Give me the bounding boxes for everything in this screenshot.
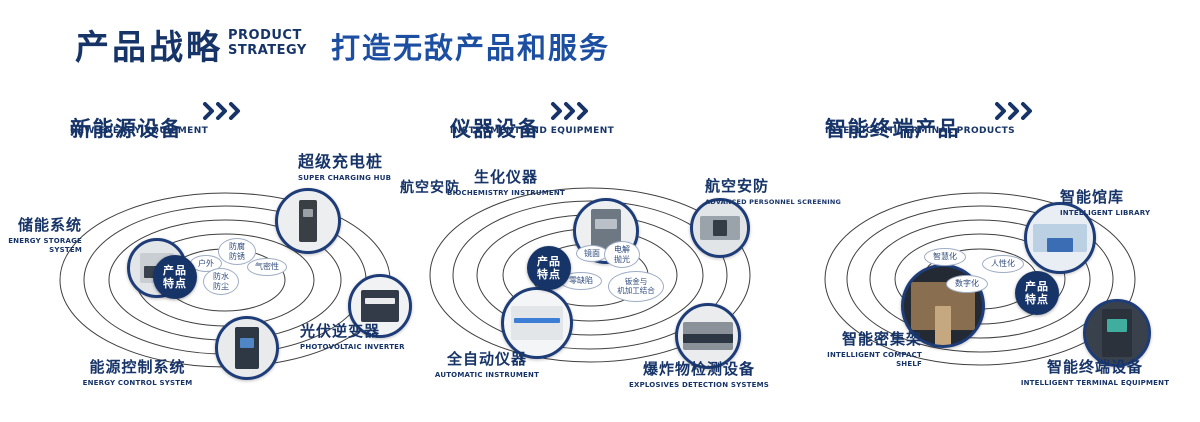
photo-explosives-detection: [675, 303, 741, 369]
label-cn: 储能系统: [17, 216, 82, 234]
section-title: 智能终端产品: [825, 117, 960, 142]
label-intelligent-compact-shelf: 智能密集架 INTELLIGENT COMPACT SHELF: [810, 328, 922, 369]
label-en: INTELLIGENT LIBRARY: [1060, 209, 1151, 217]
label-en: ENERGY STORAGE SYSTEM: [8, 237, 82, 255]
photo-personnel-screening: [690, 198, 750, 258]
section-instrument-and-equipment: 仪器设备 INSTRUMENT AND EQUIPMENT 航: [400, 90, 841, 422]
triple-chevron-icon: [551, 102, 588, 120]
device-accent-shape: [1047, 238, 1073, 252]
section-subtitle: INSTRUMENT AND EQUIPMENT: [450, 126, 615, 136]
feature-bubble-airtight: 气密性: [247, 258, 287, 276]
product-features-badge: 产品 特点: [153, 255, 197, 299]
feature-bubble-smart: 智慧化: [924, 248, 966, 266]
label-cn: 超级充电桩: [298, 152, 384, 171]
label-en: BIOCHEMISTRY INSTRUMENT: [447, 189, 565, 197]
label-intelligent-terminal-equipment: 智能终端设备 INTELLIGENT TERMINAL EQUIPMENT: [1005, 356, 1185, 388]
feature-bubble-anticorrosion: 防腐 防锈: [218, 238, 256, 265]
device-body-shape: [361, 290, 399, 322]
label-en: ADVANCED PERSONNEL SCREENING: [705, 198, 842, 206]
photo-photovoltaic-inverter: [348, 274, 412, 338]
label-cn: 生化仪器: [473, 168, 538, 186]
label-photovoltaic-inverter: 光伏逆变器 PHOTOVOLTAIC INVERTER: [300, 320, 432, 352]
feature-bubble-humanized: 人性化: [982, 255, 1024, 273]
device-accent-shape: [935, 306, 951, 345]
feature-bubble-digital: 数字化: [946, 275, 988, 293]
section-title: 仪器设备: [450, 117, 540, 142]
device-accent-shape: [713, 220, 727, 237]
label-en: EXPLOSIVES DETECTION SYSTEMS: [628, 381, 770, 389]
product-features-badge: 产品 特点: [527, 246, 571, 290]
page-title: 产品战略: [75, 28, 223, 68]
page-title-english: PRODUCT STRATEGY: [228, 28, 307, 59]
device-accent-shape: [1107, 319, 1127, 333]
label-cn: 全自动仪器: [446, 350, 527, 368]
page-header: 产品战略 PRODUCT STRATEGY 打造无敌产品和服务: [75, 20, 695, 82]
device-accent-shape: [303, 209, 313, 217]
section-title: 新能源设备: [70, 117, 183, 142]
photo-intelligent-terminal-equipment: [1083, 299, 1151, 367]
label-cn: 光伏逆变器: [300, 322, 381, 340]
feature-bubble-outdoor: 户外: [190, 255, 222, 272]
photo-intelligent-library: [1024, 202, 1096, 274]
device-body-shape: [235, 327, 259, 369]
device-body-shape: [511, 306, 563, 340]
label-en: ENERGY CONTROL SYSTEM: [82, 379, 193, 387]
label-explosives-detection: 爆炸物检测设备 EXPLOSIVES DETECTION SYSTEMS: [614, 358, 784, 390]
photo-energy-control-system: [215, 316, 279, 380]
label-en: INTELLIGENT COMPACT SHELF: [827, 351, 922, 369]
section-new-energy-equipment: 新能源设备 NEW ENERGY EQUIPMENT: [0, 90, 440, 422]
label-cn: 智能终端设备: [1046, 358, 1143, 376]
label-intelligent-library: 智能馆库 INTELLIGENT LIBRARY: [1060, 186, 1195, 218]
label-super-charging-hub: 超级充电桩 SUPER CHARGING HUB: [298, 148, 430, 183]
triple-chevron-icon: [995, 102, 1032, 120]
label-energy-storage-system: 储能系统 ENERGY STORAGE SYSTEM: [0, 214, 82, 255]
device-accent-shape: [595, 219, 617, 229]
device-body-shape: [299, 200, 317, 242]
section-subtitle: NEW ENERGY EQUIPMENT: [70, 126, 209, 136]
device-accent-shape: [683, 333, 733, 343]
label-cn: 航空安防: [705, 177, 770, 195]
label-en: AUTOMATIC INSTRUMENT: [434, 371, 540, 379]
label-en: PHOTOVOLTAIC INVERTER: [300, 343, 405, 351]
triple-chevron-icon: [203, 102, 240, 120]
feature-bubble-waterproof: 防水 防尘: [203, 268, 239, 295]
feature-bubble-electropolish: 电解 抛光: [604, 241, 640, 268]
page-title-english-line1: PRODUCT: [228, 28, 302, 43]
device-accent-shape: [514, 317, 560, 323]
page-slogan: 打造无敌产品和服务: [331, 31, 611, 65]
device-body-shape: [1102, 309, 1132, 357]
device-accent-shape: [240, 337, 254, 348]
label-en: INTELLIGENT TERMINAL EQUIPMENT: [1020, 379, 1170, 387]
label-cn: 能源控制系统: [89, 358, 186, 376]
label-cn: 智能密集架: [841, 330, 922, 348]
label-aviation-security-left: 航空安防: [400, 180, 460, 196]
label-energy-control-system: 能源控制系统 ENERGY CONTROL SYSTEM: [70, 356, 205, 388]
photo-super-charging-hub: [275, 188, 341, 254]
label-automatic-instrument: 全自动仪器 AUTOMATIC INSTRUMENT: [427, 348, 547, 380]
label-biochemistry-instrument: 生化仪器 BIOCHEMISTRY INSTRUMENT: [436, 166, 576, 198]
label-en: SUPER CHARGING HUB: [298, 174, 392, 182]
section-intelligent-terminal-products: 智能终端产品 INTELLIGENT TERMINAL PRODUCTS 智能馆…: [810, 90, 1200, 422]
photo-automatic-instrument: [501, 287, 573, 359]
product-features-badge: 产品 特点: [1015, 271, 1059, 315]
label-cn: 爆炸物检测设备: [642, 360, 755, 378]
section-subtitle: INTELLIGENT TERMINAL PRODUCTS: [825, 126, 1015, 136]
label-cn: 智能馆库: [1060, 188, 1125, 206]
device-accent-shape: [365, 297, 395, 304]
label-aviation-security: 航空安防 ADVANCED PERSONNEL SCREENING: [705, 175, 842, 206]
page-title-english-line2: STRATEGY: [228, 42, 307, 58]
feature-bubble-sheetmetal-machining: 钣金与 机加工结合: [608, 271, 664, 302]
